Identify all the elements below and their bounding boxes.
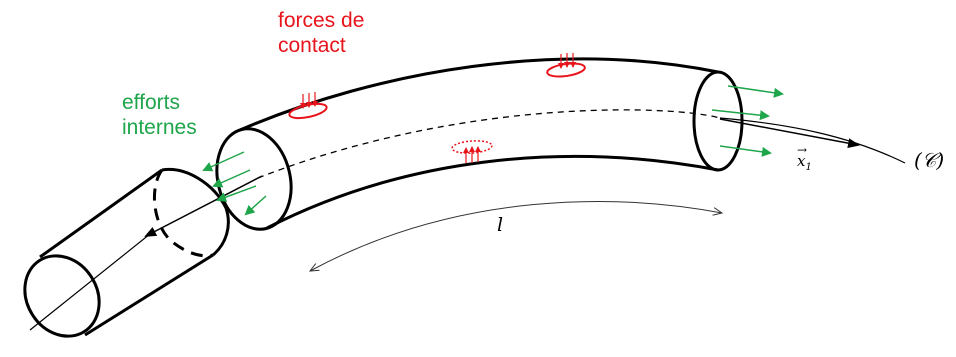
internal-efforts-left: [202, 151, 267, 216]
x1-vector-index: 1: [805, 162, 812, 173]
internal-efforts-line1: efforts: [122, 91, 180, 114]
green-arrow-left-2: [212, 169, 251, 188]
left-segment-axis: [29, 233, 151, 331]
contact-forces-label: forces de contact: [278, 8, 364, 58]
left-segment-axis-arrow: [144, 175, 263, 237]
beam-left-cross-section: [215, 127, 293, 231]
x1-unit-vector-arrow: [719, 118, 860, 149]
contact-force-bottom: [451, 140, 493, 163]
length-arrow: [310, 201, 722, 271]
contact-force-top-left: [288, 92, 328, 120]
main-beam: [215, 57, 906, 231]
length-label: l: [497, 214, 504, 236]
x1-vector-symbol: x: [797, 152, 806, 170]
contact-patch-top-left: [288, 102, 328, 120]
beam-top-edge: [239, 57, 719, 132]
left-segment-cut-hidden: [152, 169, 214, 258]
green-arrow-right-3: [719, 145, 772, 157]
green-arrow-right-2: [711, 109, 770, 121]
green-arrow-left-1: [202, 151, 245, 172]
beam-right-cross-section: [692, 70, 744, 172]
contact-forces-line1: forces de: [278, 9, 365, 32]
beam-bottom-edge: [266, 154, 719, 230]
x1-vector-overarrow: →: [797, 143, 808, 157]
curve-label: (𝒞): [914, 148, 945, 172]
left-segment-top-edge: [39, 168, 163, 259]
left-segment-end-ellipse: [23, 254, 101, 338]
green-arrow-left-3: [216, 185, 257, 202]
internal-efforts-label: efforts internes: [122, 90, 197, 140]
contact-patch-top-right: [546, 62, 586, 78]
contact-forces-line2: contact: [278, 34, 346, 57]
contact-force-top-right: [546, 53, 586, 78]
left-beam-segment: [23, 167, 263, 338]
green-arrow-left-4: [244, 195, 267, 216]
internal-efforts-line2: internes: [122, 116, 197, 139]
green-arrow-right-1: [727, 85, 784, 98]
beam-neutral-axis-dashed: [257, 109, 721, 179]
left-segment-bottom-edge: [84, 253, 214, 337]
internal-efforts-right: [711, 85, 784, 157]
curve-c-line: [719, 117, 906, 164]
x1-vector-label: → x1: [797, 143, 812, 173]
